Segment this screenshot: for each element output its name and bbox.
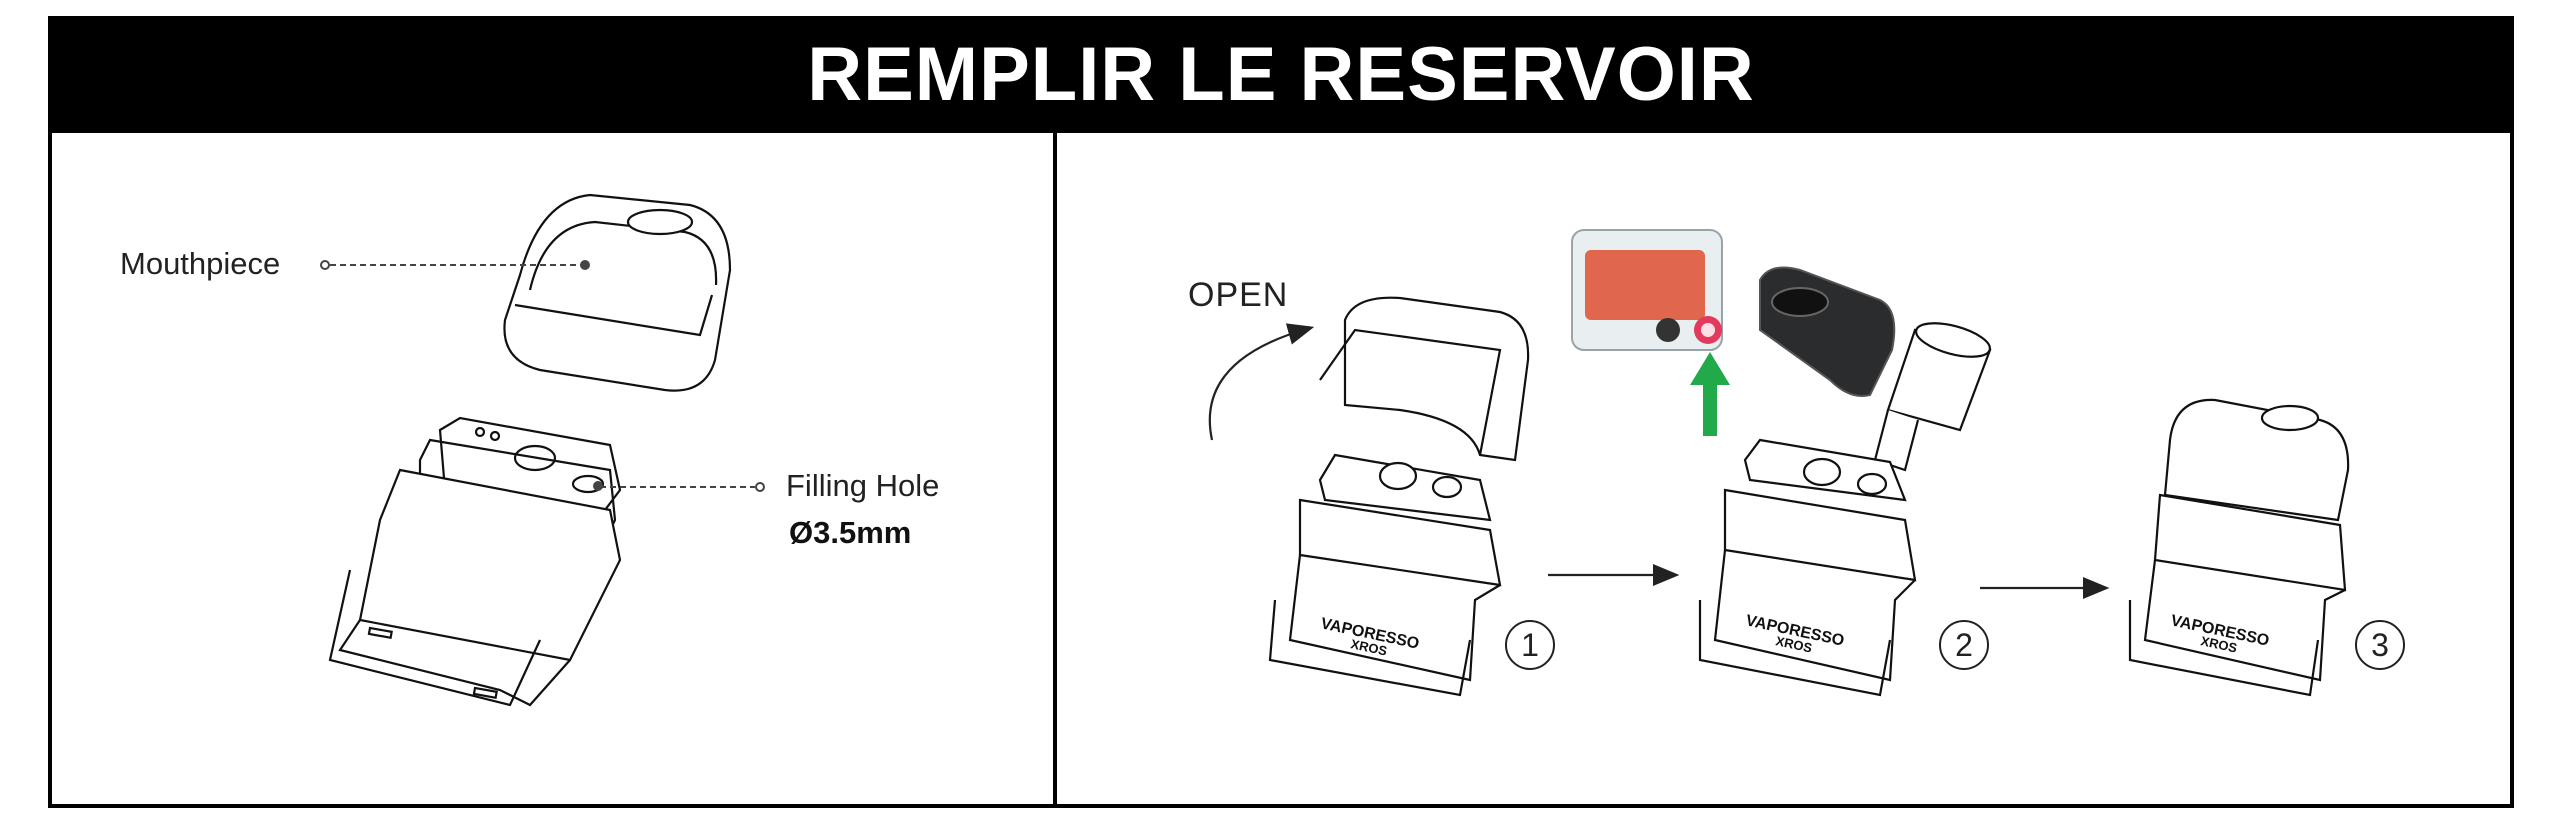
open-label: OPEN (1188, 276, 1289, 314)
arrow-up-icon (1690, 352, 1730, 436)
filling-hole-diameter: Ø3.5mm (789, 515, 912, 550)
filling-hole-leader-line (593, 481, 765, 492)
pod-body-drawing (328, 416, 622, 707)
dark-mouthpiece-photo (1759, 266, 1896, 397)
step3-pod-drawing: VAPORESSO XROS (2128, 398, 2350, 697)
clear-pod-photo (1571, 229, 1723, 351)
step1-cap-drawing (1319, 296, 1530, 462)
mouthpiece-drawing (503, 193, 732, 392)
mouthpiece-leader-line (320, 260, 590, 270)
page-title: REMPLIR LE RESERVOIR (48, 16, 2514, 133)
curved-arrow-icon (1208, 323, 1315, 441)
e-liquid-bottle-drawing (1873, 322, 1992, 472)
step1-pod-drawing: VAPORESSO XROS (1268, 453, 1502, 697)
panel-divider (1053, 133, 1057, 808)
step-2-badge: 2 (1939, 620, 1989, 670)
step-1-badge: 1 (1505, 620, 1555, 670)
step2-pod-drawing: VAPORESSO XROS (1698, 438, 1917, 697)
mouthpiece-label: Mouthpiece (120, 246, 281, 281)
filling-hole-label: Filling Hole (786, 468, 940, 503)
step-3-badge: 3 (2355, 620, 2405, 670)
